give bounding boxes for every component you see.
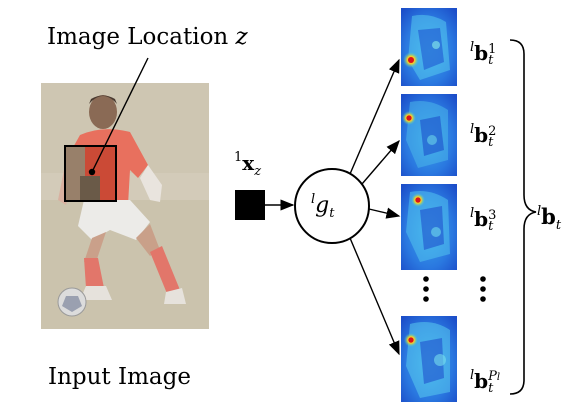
x-node-label: 1xz [234,150,262,179]
ellipsis-maps [423,276,429,302]
location-pointer-line [91,57,149,173]
arrow-g-to-map-2 [361,139,400,185]
input-photo [41,83,209,329]
heatmap-1 [401,8,457,86]
input-vector-square [235,190,265,220]
group-brace [509,39,537,395]
arrow-g-to-map-3 [368,207,401,219]
heatmap-2 [401,94,457,176]
arrow-g-to-map-1 [349,58,400,175]
heatmap-3 [401,184,457,270]
player-shorts [78,200,150,240]
image-location-label: Image Location z [47,24,248,50]
player-head [89,95,117,129]
arrow-g-to-map-p [349,237,400,356]
g-node-circle [294,168,370,244]
input-image-label: Input Image [48,364,191,390]
g-node-label: lgt [311,192,335,221]
ellipsis-labels [480,276,486,302]
group-label: lbt [537,204,562,233]
heatmap-p [401,316,457,402]
location-box [64,145,117,202]
